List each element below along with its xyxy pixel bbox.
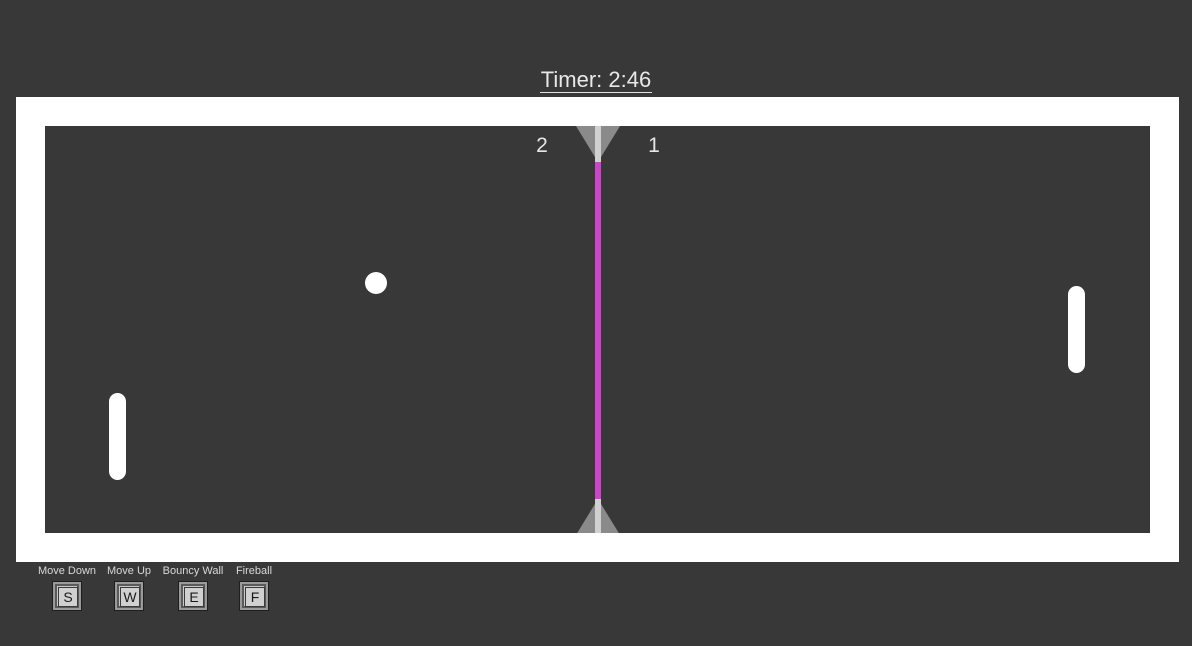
key-w[interactable]: W bbox=[114, 581, 144, 611]
key-s[interactable]: S bbox=[52, 581, 82, 611]
bottom-gate-post bbox=[595, 499, 601, 533]
control-move-down: Move Down S bbox=[34, 565, 100, 611]
control-fireball: Fireball F bbox=[232, 565, 276, 611]
timer-text: Timer: 2:46 bbox=[539, 67, 653, 93]
key-f[interactable]: F bbox=[239, 581, 269, 611]
control-move-up: Move Up W bbox=[104, 565, 154, 611]
center-divider bbox=[595, 126, 601, 533]
key-face: F bbox=[245, 587, 265, 607]
control-label: Bouncy Wall bbox=[162, 565, 224, 577]
timer-display: Timer: 2:46 bbox=[0, 66, 1192, 94]
arena-field: 2 1 bbox=[45, 126, 1150, 533]
control-label: Fireball bbox=[235, 565, 273, 577]
top-gate bbox=[576, 126, 620, 162]
bottom-gate bbox=[577, 499, 619, 533]
top-gate-post bbox=[595, 126, 601, 162]
key-face: E bbox=[184, 587, 204, 607]
ball bbox=[365, 272, 387, 294]
key-face: S bbox=[58, 587, 78, 607]
key-e[interactable]: E bbox=[178, 581, 208, 611]
control-label: Move Down bbox=[37, 565, 97, 577]
score-right: 1 bbox=[648, 134, 660, 157]
score-left: 2 bbox=[536, 134, 548, 157]
control-bouncy-wall: Bouncy Wall E bbox=[161, 565, 225, 611]
left-paddle bbox=[109, 393, 126, 480]
control-label: Move Up bbox=[106, 565, 152, 577]
right-paddle bbox=[1068, 286, 1085, 373]
key-face: W bbox=[120, 587, 140, 607]
